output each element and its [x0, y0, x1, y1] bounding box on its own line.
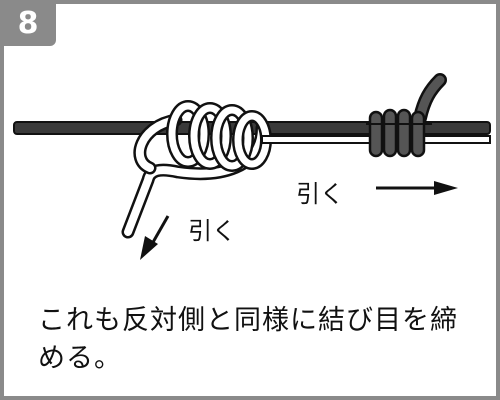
step-number-badge: 8 — [0, 0, 56, 46]
arrow-right-icon — [376, 181, 458, 195]
pull-label-right: 引く — [296, 180, 344, 208]
right-knot-wraps — [366, 73, 447, 158]
instruction-caption: これも反対側と同様に結び目を締める。 — [38, 305, 458, 374]
pull-label-down: 引く — [188, 217, 236, 245]
arrow-down-left-icon — [140, 215, 170, 260]
